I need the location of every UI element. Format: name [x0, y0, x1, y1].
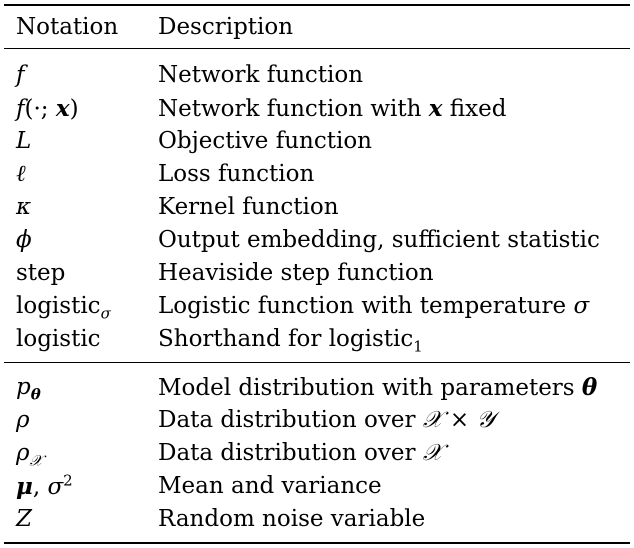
description-cell: Loss function [158, 161, 315, 187]
description-cell: Network function with x fixed [158, 94, 507, 122]
notation-cell: logisticσ [16, 293, 111, 323]
notation-cell: logistic [16, 326, 101, 352]
table-row: pθ Model distribution with parameters θ [4, 371, 630, 404]
notation-cell: f(·; x) [16, 94, 79, 122]
table-row: ϕ Output embedding, sufficient statistic [4, 224, 630, 257]
header-rule [4, 48, 630, 49]
header-row: Notation Description [4, 6, 630, 48]
notation-cell: Z [16, 506, 32, 532]
bottom-rule [4, 542, 630, 544]
description-cell: Data distribution over 𝒳 [158, 440, 443, 466]
section-functions: f Network function f(·; x) Network function… [4, 49, 630, 362]
description-cell: Mean and variance [158, 473, 382, 499]
header-description: Description [158, 14, 294, 40]
notation-cell: f [16, 62, 25, 88]
table-row: f(·; x) Network function with x fixed [4, 92, 630, 125]
notation-cell: κ [16, 194, 32, 220]
description-cell: Heaviside step function [158, 260, 434, 286]
notation-cell: L [16, 128, 32, 154]
description-cell: Model distribution with parameters θ [158, 373, 598, 401]
notation-cell: pθ [16, 374, 41, 404]
top-rule [4, 4, 630, 6]
table-row: Z Random noise variable [4, 503, 630, 536]
table-row: ℓ Loss function [4, 158, 630, 191]
description-cell: Data distribution over 𝒳 × 𝒴 [158, 407, 495, 433]
table-row: μ, σ2 Mean and variance [4, 470, 630, 503]
description-cell: Objective function [158, 128, 372, 154]
description-cell: Random noise variable [158, 506, 426, 532]
header-notation: Notation [16, 14, 119, 40]
table-row: ρ𝒳 Data distribution over 𝒳 [4, 437, 630, 470]
table-row: logisticσ Logistic function with temperat… [4, 290, 630, 323]
description-cell: Network function [158, 62, 364, 88]
notation-table: Notation Description f Network function f(… [4, 4, 630, 544]
table-row: step Heaviside step function [4, 257, 630, 290]
notation-cell: ρ𝒳 [16, 440, 43, 470]
description-cell: Logistic function with temperature σ [158, 293, 590, 319]
description-cell: Shorthand for logistic1 [158, 326, 423, 356]
table-row: L Objective function [4, 125, 630, 158]
notation-cell: step [16, 260, 66, 286]
mid-rule [4, 362, 630, 363]
description-cell: Kernel function [158, 194, 339, 220]
description-cell: Output embedding, sufficient statistic [158, 227, 600, 253]
notation-cell: ℓ [16, 161, 26, 187]
table-row: f Network function [4, 59, 630, 92]
notation-cell: μ, σ2 [16, 470, 73, 500]
table-row: ρ Data distribution over 𝒳 × 𝒴 [4, 404, 630, 437]
notation-cell: ϕ [16, 227, 32, 253]
table-row: logistic Shorthand for logistic1 [4, 323, 630, 356]
table-row: κ Kernel function [4, 191, 630, 224]
notation-cell: ρ [16, 407, 30, 433]
